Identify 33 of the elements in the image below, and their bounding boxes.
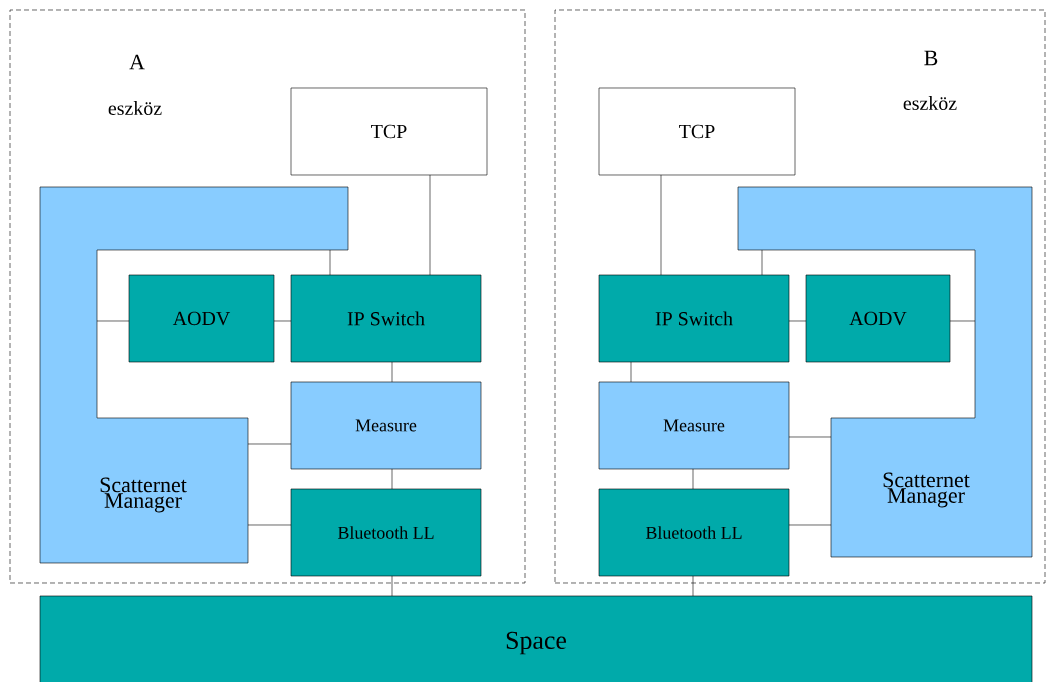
- connector-line: [630, 361, 632, 383]
- connector-line: [692, 575, 694, 597]
- device-label: eszköz: [903, 96, 957, 110]
- device-label: A: [129, 54, 145, 70]
- layer-box: TCP: [290, 87, 488, 176]
- connector-line: [692, 468, 694, 490]
- device-label: B: [924, 50, 938, 66]
- connector-line: [761, 249, 763, 276]
- layer-box: AODV: [805, 274, 951, 363]
- layer-box: IP Switch: [290, 274, 482, 363]
- layer-box: Measure: [598, 381, 790, 470]
- connector-line: [391, 468, 393, 490]
- connector-line: [391, 575, 393, 597]
- connector-line: [429, 174, 431, 276]
- connector-line: [247, 443, 292, 445]
- connector-line: [788, 320, 807, 322]
- connector-line: [788, 436, 832, 438]
- connector-line: [949, 320, 976, 322]
- connector-line: [273, 320, 292, 322]
- connector-line: [96, 320, 130, 322]
- layer-box: Measure: [290, 381, 482, 470]
- layer-box: Space: [39, 595, 1033, 682]
- layer-box: AODV: [128, 274, 275, 363]
- layer-box: Bluetooth LL: [290, 488, 482, 577]
- connector-line: [788, 524, 832, 526]
- connector-line: [247, 524, 292, 526]
- connector-line: [391, 361, 393, 383]
- layer-box: IP Switch: [598, 274, 790, 363]
- layer-box: TCP: [598, 87, 796, 176]
- connector-line: [329, 249, 331, 276]
- device-label: eszköz: [108, 101, 162, 115]
- connector-line: [660, 174, 662, 276]
- layer-box: Bluetooth LL: [598, 488, 790, 577]
